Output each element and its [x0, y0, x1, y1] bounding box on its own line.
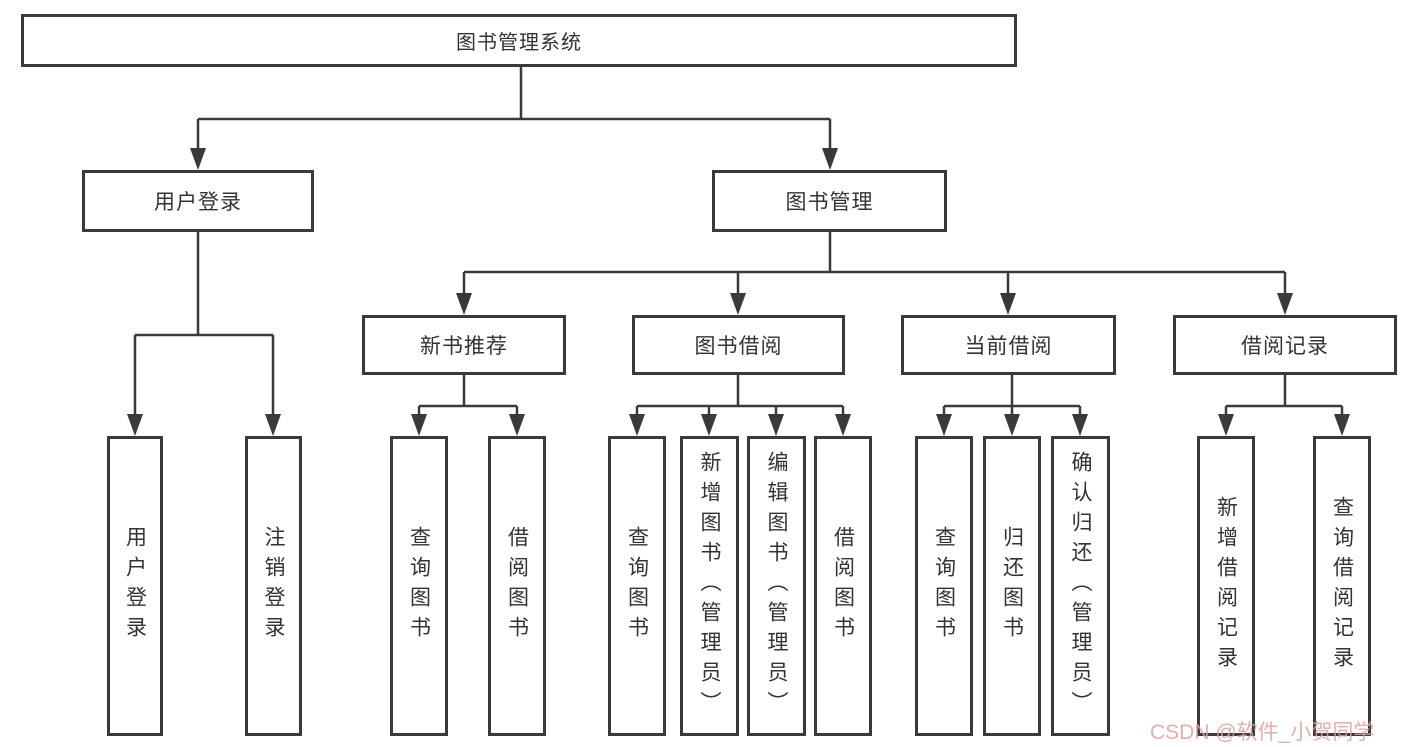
leaf-current-confirm-return-admin: 确认归还（管理员） — [1051, 436, 1110, 736]
node-label: 用户登录 — [154, 191, 242, 214]
leaf-records-query-record: 查询借阅记录 — [1313, 436, 1371, 736]
node-label: 新增借阅记录 — [1214, 496, 1238, 676]
csdn-watermark: CSDN @软件_小贺同学 — [1150, 721, 1375, 744]
leaf-current-return-books: 归还图书 — [983, 436, 1041, 736]
leaf-user-login: 用户登录 — [107, 436, 163, 736]
leaf-logout: 注销登录 — [245, 436, 302, 736]
node-user-login: 用户登录 — [82, 170, 314, 232]
node-label: 查询借阅记录 — [1330, 496, 1354, 676]
node-book-management: 图书管理 — [712, 170, 947, 232]
leaf-borrowing-edit-books-admin: 编辑图书（管理员） — [747, 436, 806, 736]
leaf-recommend-borrow-books: 借阅图书 — [488, 436, 546, 736]
node-label: 查询图书 — [932, 526, 956, 646]
node-label: 编辑图书（管理员） — [765, 451, 788, 721]
node-label: 确认归还（管理员） — [1069, 451, 1092, 721]
tree-connector-path — [133, 67, 1344, 420]
node-label: 借阅图书 — [831, 526, 855, 646]
leaf-recommend-query-books: 查询图书 — [390, 436, 448, 736]
node-label: 用户登录 — [123, 526, 147, 646]
node-label: 借阅记录 — [1241, 335, 1329, 358]
node-label: 图书管理 — [785, 191, 874, 214]
node-label: 图书借阅 — [694, 335, 783, 358]
node-label: 图书管理系统 — [456, 32, 582, 54]
node-label: 当前借阅 — [964, 335, 1053, 358]
node-label: 新增图书（管理员） — [698, 451, 721, 721]
node-label: 借阅图书 — [505, 526, 529, 646]
node-label: 查询图书 — [625, 526, 649, 646]
node-library-management-system: 图书管理系统 — [21, 14, 1017, 67]
node-label: 查询图书 — [407, 526, 431, 646]
node-new-book-recommend: 新书推荐 — [362, 315, 566, 375]
node-current-borrowing: 当前借阅 — [901, 315, 1116, 375]
node-label: 注销登录 — [262, 526, 285, 646]
leaf-borrowing-query-books: 查询图书 — [608, 436, 666, 736]
node-label: 归还图书 — [1000, 526, 1024, 646]
leaf-borrowing-borrow-books: 借阅图书 — [814, 436, 872, 736]
leaf-current-query-books: 查询图书 — [915, 436, 973, 736]
node-borrow-records: 借阅记录 — [1173, 315, 1397, 375]
leaf-records-add-record: 新增借阅记录 — [1197, 436, 1255, 736]
node-book-borrowing: 图书借阅 — [632, 315, 845, 375]
node-label: 新书推荐 — [420, 335, 508, 358]
leaf-borrowing-add-books-admin: 新增图书（管理员） — [680, 436, 739, 736]
